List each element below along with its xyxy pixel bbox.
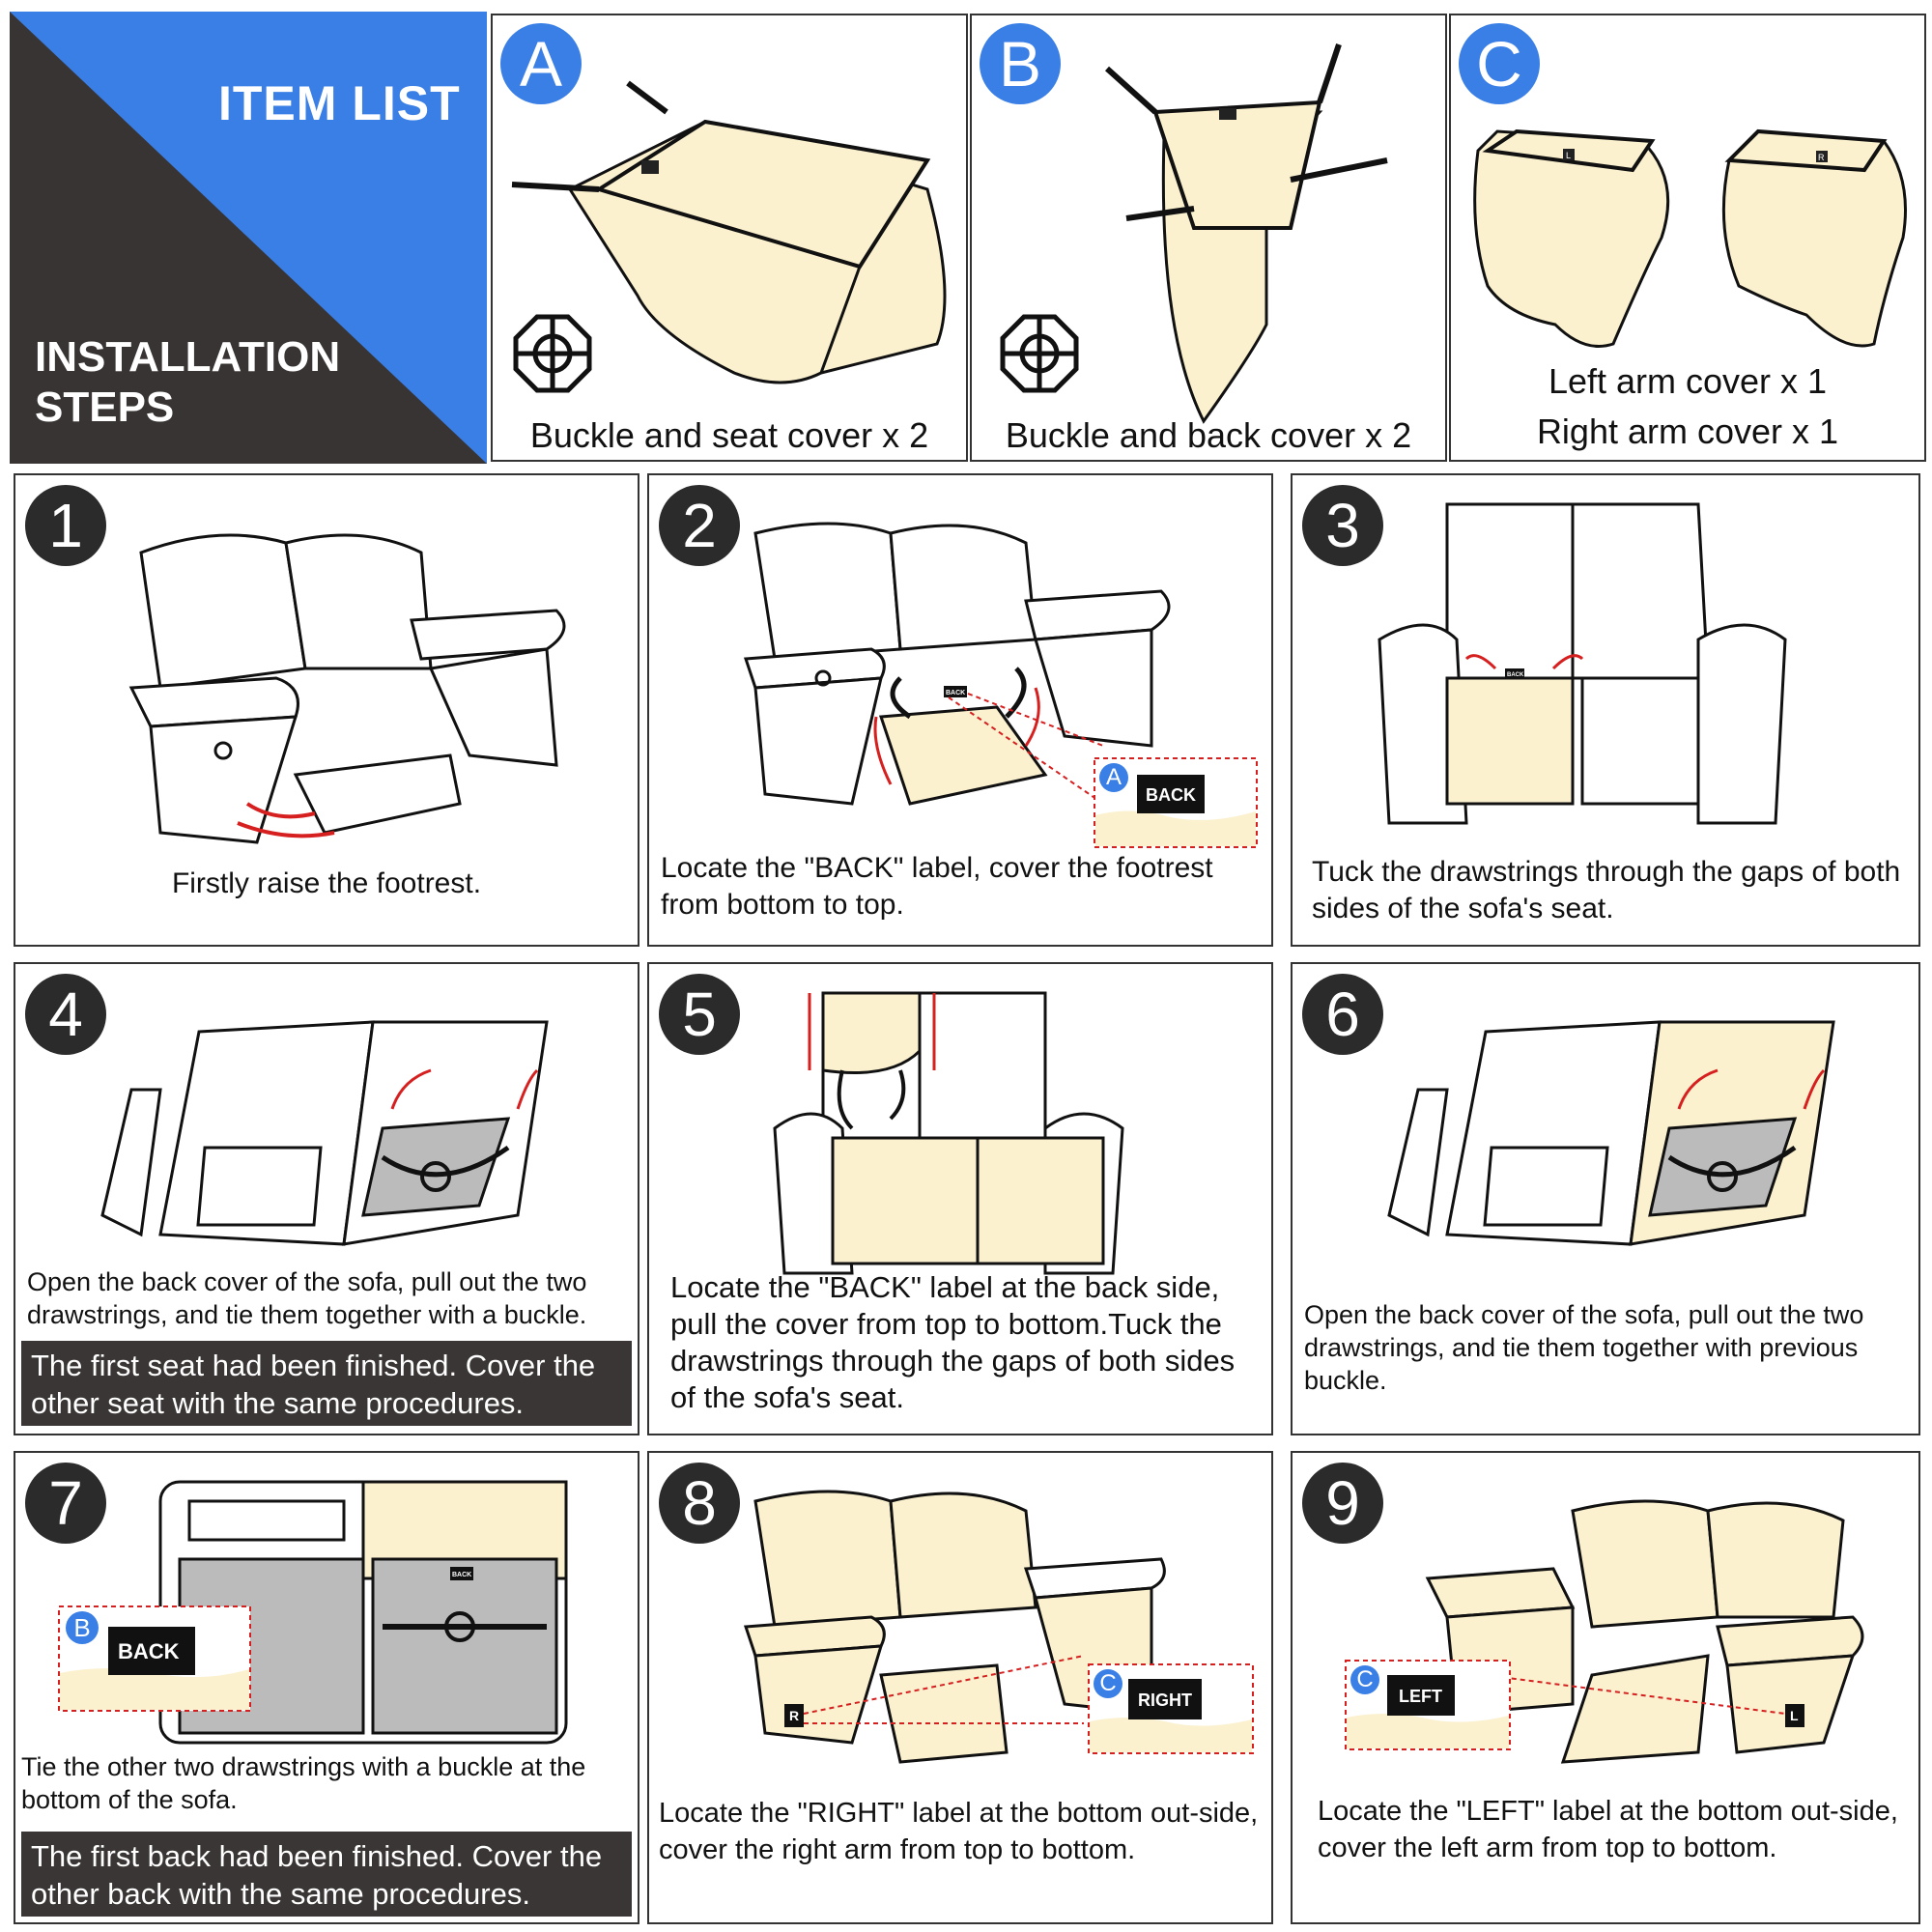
item-c-caption-left: Left arm cover x 1 (1548, 361, 1828, 401)
step-5-panel: 5 Locate the "BACK" label at the back si… (647, 962, 1273, 1435)
item-c-caption-right: Right arm cover x 1 (1536, 412, 1839, 451)
step-7-tag-badge: B (66, 1611, 99, 1644)
step-9-number: 9 (1302, 1463, 1383, 1544)
step-1-sofa-illustration (128, 533, 566, 844)
step-9-text: Locate the "LEFT" label at the bottom ou… (1318, 1796, 1898, 1863)
back-cover-illustration (1104, 43, 1388, 424)
step-1-number: 1 (25, 485, 106, 566)
item-list-title: ITEM LIST (218, 76, 461, 130)
buckle-icon (513, 314, 592, 393)
step-7-sofa-bottom-illustration: BACK (158, 1480, 568, 1745)
item-a-panel: A Buckle and seat cover x 2 (491, 14, 968, 462)
step-7-back-tag: BACK (58, 1605, 251, 1712)
step-2-panel: 2 BACK BACK A Locate the "BACK" label, c… (647, 473, 1273, 947)
item-c-badge: C (1459, 23, 1540, 104)
step-2-number: 2 (659, 485, 740, 566)
right-mark: R (1818, 153, 1825, 162)
item-b-caption: Buckle and back cover x 2 (1005, 415, 1412, 455)
step-6-text: Open the back cover of the sofa, pull ou… (1304, 1300, 1864, 1395)
step-7-tag-label: BACK (118, 1639, 180, 1663)
left-mark: L (1566, 151, 1571, 160)
step-2-sofa-illustration: BACK (743, 522, 1171, 806)
step-3-small-label: BACK (1507, 672, 1524, 678)
step-7-panel: 7 BACK BACK B Tie the other two drawstri… (14, 1451, 639, 1924)
step-4-text: Open the back cover of the sofa, pull ou… (27, 1267, 587, 1329)
step-9-left-tag: LEFT (1345, 1660, 1511, 1750)
step-8-right-tag: RIGHT (1088, 1663, 1254, 1754)
step-2-back-tag: BACK (1094, 757, 1258, 848)
step-2-tag-label: BACK (1146, 785, 1196, 805)
step-8-panel: 8 R RIGHT C Locate the "RIGHT" label at … (647, 1451, 1273, 1924)
step-8-tag-badge: C (1094, 1669, 1122, 1698)
item-b-panel: B Buckle and back cover x 2 (970, 14, 1447, 462)
step-8-text: Locate the "RIGHT" label at the bottom o… (659, 1798, 1259, 1865)
step-5-sofa-illustration (773, 991, 1124, 1275)
step-9-tag-badge: C (1350, 1665, 1379, 1694)
step-7-small-label: BACK (452, 1572, 471, 1578)
installation-steps-title: INSTALLATION STEPS (35, 333, 341, 431)
step-8-mark: R (789, 1708, 799, 1723)
item-a-badge: A (500, 23, 582, 104)
step-7-number: 7 (25, 1463, 106, 1544)
step-8-number: 8 (659, 1463, 740, 1544)
right-arm-cover-illustration: R (1721, 128, 1907, 348)
step-3-sofa-illustration: BACK (1378, 502, 1787, 825)
step-6-number: 6 (1302, 974, 1383, 1055)
step-5-text: Locate the "BACK" label at the back side… (670, 1270, 1236, 1414)
step-2-text: Locate the "BACK" label, cover the footr… (661, 852, 1213, 921)
step-7-note: The first back had been finished. Cover … (21, 1832, 632, 1917)
step-3-text: Tuck the drawstrings through the gaps of… (1312, 856, 1901, 924)
step-4-panel: 4 Open the back cover of the sofa, pull … (14, 962, 639, 1435)
step-8-sofa-illustration: R (743, 1490, 1166, 1764)
step-7-text: Tie the other two drawstrings with a buc… (21, 1752, 586, 1814)
item-a-caption: Buckle and seat cover x 2 (529, 415, 929, 455)
step-8-tag-label: RIGHT (1138, 1690, 1192, 1710)
header-background (10, 12, 487, 464)
step-2-tag-badge: A (1099, 763, 1128, 792)
seat-cover-illustration (511, 80, 947, 384)
item-c-panel: C L R Left arm cover x 1 Right arm cover… (1449, 14, 1926, 462)
step-6-panel: 6 Open the back cover of the sofa, pull … (1291, 962, 1920, 1435)
step-4-sofa-back-illustration (100, 1020, 549, 1246)
left-arm-cover-illustration: L (1473, 128, 1670, 348)
step-9-mark: L (1790, 1708, 1799, 1723)
step-6-sofa-back-illustration (1387, 1020, 1835, 1246)
step-4-number: 4 (25, 974, 106, 1055)
step-3-panel: 3 BACK Tuck the drawstrings through the … (1291, 473, 1920, 947)
step-9-panel: 9 L LEFT C Locate the "LEFT" label at th… (1291, 1451, 1920, 1924)
step-3-number: 3 (1302, 485, 1383, 566)
step-2-small-label: BACK (946, 690, 965, 696)
buckle-icon (1000, 314, 1079, 393)
step-1-text: Firstly raise the footrest. (171, 867, 482, 899)
step-1-panel: 1 Firstly raise the footrest. (14, 473, 639, 947)
step-5-number: 5 (659, 974, 740, 1055)
step-9-tag-label: LEFT (1399, 1687, 1442, 1706)
item-b-badge: B (980, 23, 1061, 104)
step-4-note: The first seat had been finished. Cover … (21, 1341, 632, 1426)
